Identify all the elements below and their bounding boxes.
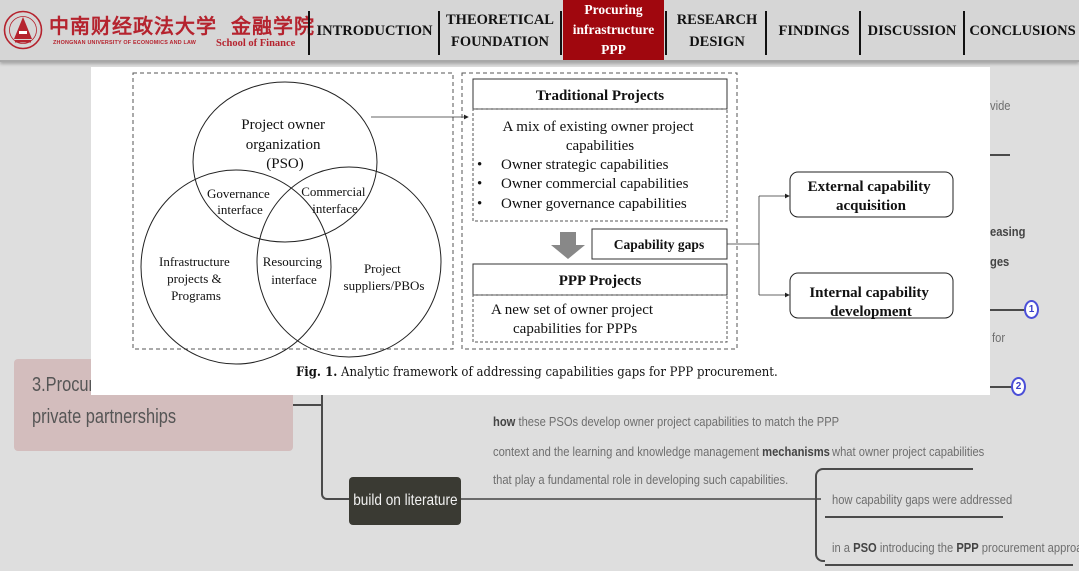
capability-gaps-label: Capability gaps (614, 237, 704, 252)
venn-resourcing-label: Resourcing interface (263, 254, 325, 287)
venn-frame (132, 72, 454, 350)
mind-map-sub-item[interactable]: what owner project capabilities (832, 444, 985, 459)
mind-map-paragraph-line: context and the learning and knowledge m… (493, 444, 830, 459)
mind-map-sub-item[interactable]: in a PSO introducing the PPP procurement… (832, 540, 1079, 555)
mind-map-connector (321, 394, 323, 494)
mind-map-branch-line (990, 386, 1012, 388)
nav-separator (765, 11, 767, 55)
university-chinese-name: 中南财经政法大学 金融学院 (49, 14, 315, 38)
traditional-projects-title: Traditional Projects (536, 88, 664, 104)
nav-tab-procuring-infrastructure-ppp[interactable]: Procuring infrastructure PPP (563, 0, 664, 60)
mind-map-connector (321, 484, 351, 500)
mind-map-underline (825, 564, 1073, 566)
mind-map-partial-text: for (992, 330, 1006, 345)
nav-separator (438, 11, 440, 55)
ppp-projects-box (472, 263, 728, 296)
mind-map-partial-text: ges (990, 254, 1010, 269)
down-arrow-icon (551, 232, 585, 259)
internal-capability-label: Internal capability development (809, 285, 932, 320)
venn-infrastructure-label: Infrastructure projects & Programs (159, 254, 233, 303)
mind-map-underline (825, 516, 1003, 518)
venn-commercial-label: Commercial interface (301, 184, 369, 216)
internal-capability-box (789, 272, 954, 319)
mind-map-underline (825, 468, 973, 470)
traditional-capabilities-box (472, 108, 728, 222)
nav-tab-introduction[interactable]: INTRODUCTION (316, 23, 433, 39)
mind-map-paragraph-line: how these PSOs develop owner project cap… (493, 414, 840, 429)
nav-tab-findings[interactable]: FINDINGS (778, 23, 850, 39)
nav-separator (308, 11, 310, 55)
traditional-projects-box (472, 78, 728, 110)
mind-map-bracket (815, 468, 825, 562)
venn-governance-label: Governance interface (207, 186, 273, 217)
marker-badge-2[interactable]: 2 (1011, 377, 1026, 396)
venn-circle-pso (192, 81, 378, 243)
nav-separator (859, 11, 861, 55)
capability-frame (461, 72, 738, 350)
ppp-projects-title: PPP Projects (559, 273, 642, 289)
mind-map-branch-line (990, 154, 1010, 156)
venn-circle-suppliers (256, 166, 442, 358)
university-logo[interactable]: 中南财经政法大学 金融学院 ZHONGNAN UNIVERSITY OF ECO… (3, 8, 314, 54)
mind-map-node-build-on-literature[interactable]: build on literature (349, 477, 461, 525)
venn-circle-infrastructure (140, 169, 332, 365)
analytic-framework-figure[interactable]: Project owner organization (PSO) Governa… (91, 67, 990, 395)
figure-caption: Fig. 1. Analytic framework of addressing… (296, 365, 778, 380)
nav-tab-research-design[interactable]: RESEARCH DESIGN (676, 12, 758, 50)
venn-suppliers-label: Project suppliers/PBOs (344, 261, 425, 293)
nav-tab-conclusions[interactable]: CONCLUSIONS (969, 23, 1076, 39)
university-english-name: ZHONGNAN UNIVERSITY OF ECONOMICS AND LAW (53, 40, 197, 46)
mind-map-branch-line (990, 309, 1025, 311)
external-capability-box (789, 171, 954, 218)
nav-tab-theoretical-foundation[interactable]: THEORETICAL FOUNDATION (446, 12, 554, 50)
capability-gaps-box (591, 228, 728, 260)
external-capability-label: External capability acquisition (808, 179, 935, 214)
school-chinese-name: 金融学院 (230, 14, 315, 38)
traditional-bullets: •Owner strategic capabilities •Owner com… (477, 157, 692, 212)
mind-map-partial-text: easing (990, 224, 1026, 239)
school-english-name: School of Finance (216, 38, 296, 49)
traditional-intro: A mix of existing owner project capabili… (503, 119, 698, 154)
nav-separator (665, 11, 667, 55)
university-emblem-icon (3, 10, 43, 50)
framework-diagram: Project owner organization (PSO) Governa… (132, 72, 954, 365)
mind-map-connector (293, 404, 322, 406)
mind-map-paragraph-line: that play a fundamental role in developi… (493, 472, 789, 487)
mind-map-partial-text: vide (990, 98, 1011, 113)
nav-separator (963, 11, 965, 55)
venn-pso-label: Project owner organization (PSO) (241, 117, 328, 172)
ppp-description: A new set of owner project capabilities … (491, 302, 657, 337)
nav-tab-discussion[interactable]: DISCUSSION (867, 23, 957, 39)
top-navigation-bar: 中南财经政法大学 金融学院 ZHONGNAN UNIVERSITY OF ECO… (0, 0, 1079, 62)
nav-separator (560, 11, 562, 55)
mind-map-sub-item[interactable]: how capability gaps were addressed (832, 492, 1013, 507)
marker-badge-1[interactable]: 1 (1024, 300, 1039, 319)
mind-map-connector (461, 498, 821, 500)
ppp-capabilities-box (472, 294, 728, 343)
